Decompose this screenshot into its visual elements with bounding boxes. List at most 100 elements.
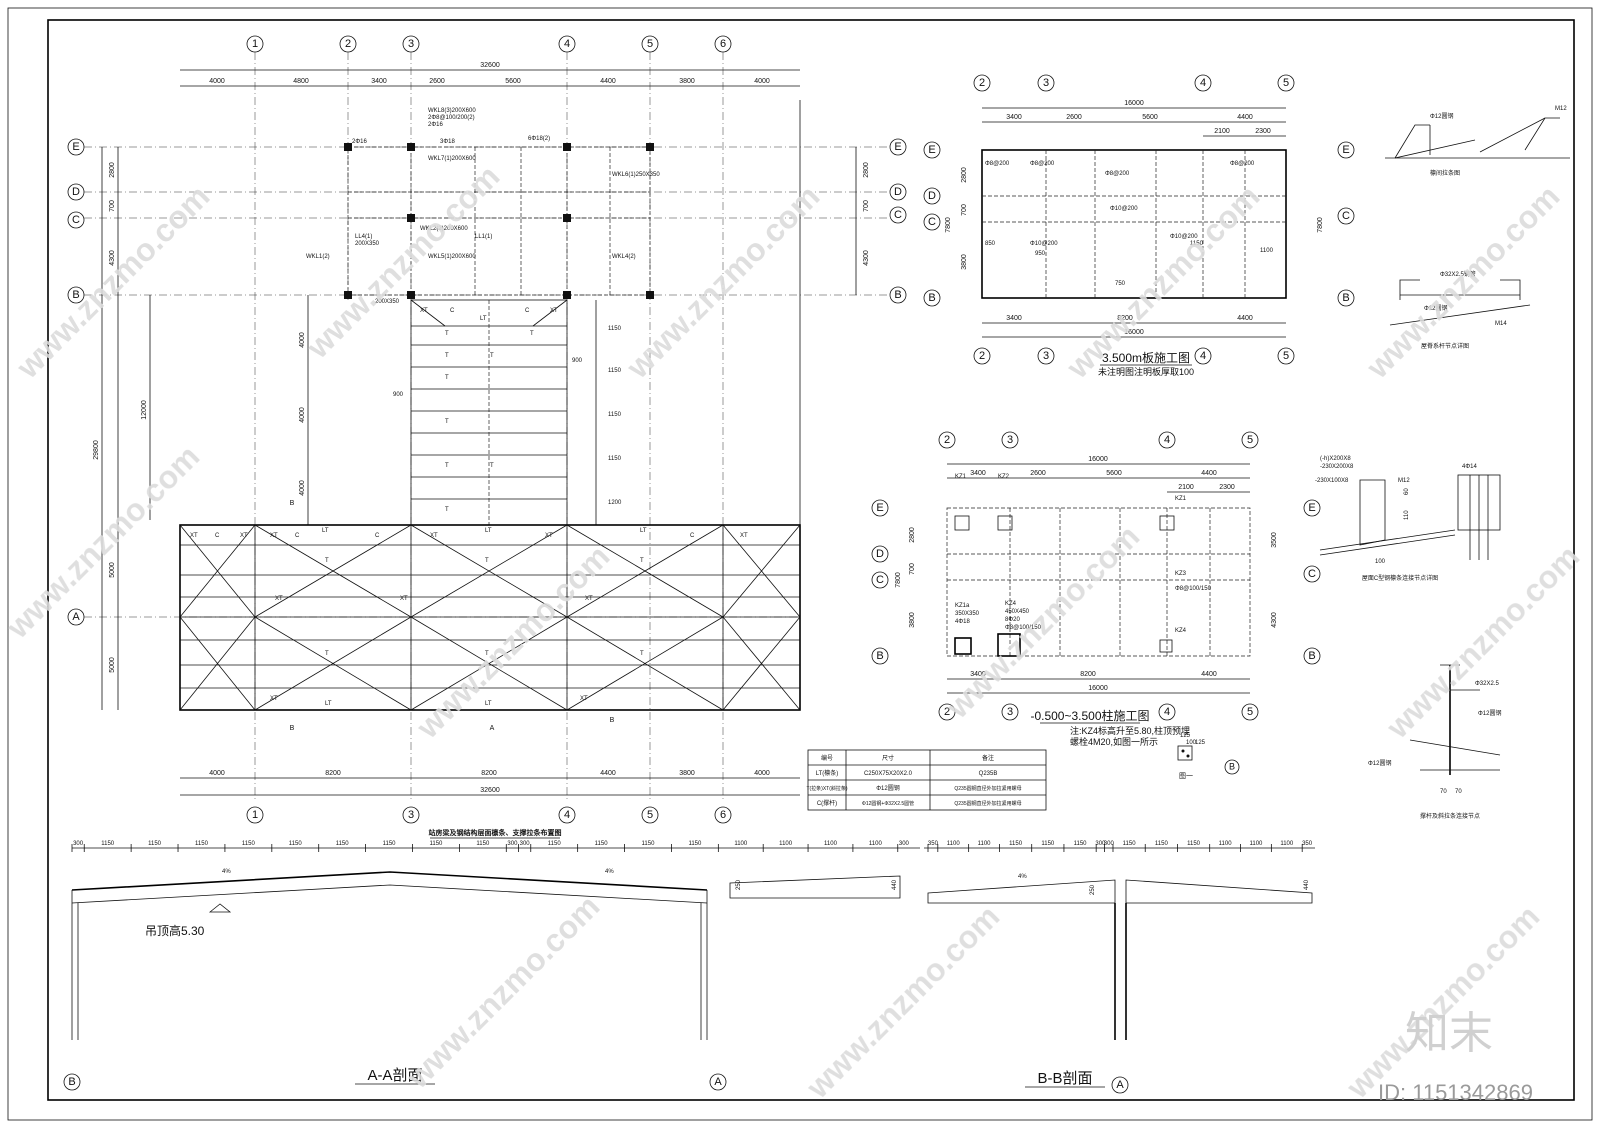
svg-text:A: A xyxy=(714,1076,722,1088)
svg-text:未注明图注明板厚取100: 未注明图注明板厚取100 xyxy=(1098,366,1194,377)
dim-top-4: 2600 xyxy=(429,78,445,85)
svg-text:XT: XT xyxy=(190,533,198,539)
svg-text:2: 2 xyxy=(944,434,950,446)
svg-text:2: 2 xyxy=(944,706,950,718)
svg-text:4400: 4400 xyxy=(1201,671,1217,678)
svg-text:备注: 备注 xyxy=(982,754,994,762)
svg-text:3500: 3500 xyxy=(1271,532,1278,548)
svg-text:5: 5 xyxy=(1283,350,1289,362)
axis-bubble-bottom-4: 4 xyxy=(558,806,576,824)
svg-text:3400: 3400 xyxy=(1006,315,1022,322)
figure-one-label: 图一 xyxy=(1179,772,1193,780)
svg-text:C: C xyxy=(375,533,380,539)
svg-text:D: D xyxy=(72,186,80,198)
beam-block xyxy=(347,146,651,296)
svg-text:Φ12圆钢: Φ12圆钢 xyxy=(876,784,899,792)
svg-text:2: 2 xyxy=(979,350,985,362)
svg-text:WKL5(1)200X600: WKL5(1)200X600 xyxy=(428,254,476,260)
svg-text:4: 4 xyxy=(564,809,570,821)
svg-text:XT: XT xyxy=(420,308,428,314)
axis-bubble-top-4: 4 xyxy=(558,35,576,53)
svg-text:C: C xyxy=(1342,210,1350,222)
beam-labels: WKL8(3)200X600 2Φ8@100/200(2) 2Φ16 WKL7(… xyxy=(306,108,660,305)
svg-text:3: 3 xyxy=(408,38,414,50)
dim-top-3: 3400 xyxy=(371,78,387,85)
section-bb-dim-label: 1150 xyxy=(1155,841,1169,847)
section-aa-dim-label: 1150 xyxy=(148,841,162,847)
svg-text:950: 950 xyxy=(1035,251,1046,257)
svg-text:16000: 16000 xyxy=(1088,456,1108,463)
svg-text:7800: 7800 xyxy=(1317,217,1324,233)
svg-text:4400: 4400 xyxy=(1237,315,1253,322)
image-id: ID: 1151342869 xyxy=(1378,1080,1533,1105)
svg-text:C: C xyxy=(525,308,530,314)
svg-text:LT: LT xyxy=(485,701,492,707)
svg-text:T: T xyxy=(325,651,329,657)
section-aa-dim-label: 1150 xyxy=(476,841,490,847)
svg-text:B: B xyxy=(610,717,615,724)
section-aa-dim-label: 1150 xyxy=(289,841,303,847)
material-table: 编号 尺寸 备注 LT(檩条) C250X75X20X2.0 Q235B T(拉… xyxy=(806,749,1047,811)
svg-text:3400: 3400 xyxy=(970,470,986,477)
svg-text:T: T xyxy=(445,375,449,381)
svg-text:4%: 4% xyxy=(605,869,614,875)
svg-text:Q235圆钢直径外加拉紧用螺母: Q235圆钢直径外加拉紧用螺母 xyxy=(954,785,1021,792)
section-bb-dim-label: 1150 xyxy=(1041,841,1055,847)
svg-text:www.znzmo.com: www.znzmo.com xyxy=(1339,898,1547,1106)
axis-bubble-bottom-6: 6 xyxy=(714,806,732,824)
svg-text:4%: 4% xyxy=(1018,874,1027,880)
svg-text:T: T xyxy=(445,353,449,359)
svg-text:B: B xyxy=(876,650,883,662)
svg-text:Φ12圆钢: Φ12圆钢 xyxy=(1430,112,1453,120)
svg-text:E: E xyxy=(1342,144,1349,156)
svg-text:450X450: 450X450 xyxy=(1005,609,1030,615)
svg-text:E: E xyxy=(72,141,79,153)
axis-bubble-top-1: 1 xyxy=(246,35,264,53)
svg-text:www.znzmo.com: www.znzmo.com xyxy=(1359,178,1567,386)
svg-text:LT: LT xyxy=(322,528,329,534)
svg-text:A: A xyxy=(72,611,80,623)
axis-bubble-top-6: 6 xyxy=(714,35,732,53)
svg-text:4000: 4000 xyxy=(754,770,770,777)
svg-text:D: D xyxy=(928,190,936,202)
svg-text:T: T xyxy=(640,651,644,657)
svg-text:C250X75X20X2.0: C250X75X20X2.0 xyxy=(864,771,913,777)
dim-top-8: 4000 xyxy=(754,78,770,85)
svg-text:B: B xyxy=(72,289,79,301)
svg-text:Φ8@100/150: Φ8@100/150 xyxy=(1175,586,1212,592)
svg-text:110: 110 xyxy=(1404,510,1410,520)
svg-text:E: E xyxy=(928,144,935,156)
svg-text:KZ4: KZ4 xyxy=(1005,601,1017,607)
svg-text:www.znzmo.com: www.znzmo.com xyxy=(939,518,1147,726)
section-bb-dim-label: 1100 xyxy=(1280,841,1294,847)
row-bubble-B-right: B xyxy=(889,286,907,304)
section-bb-dim-label: 350 xyxy=(928,841,939,847)
axis-bubble-bottom-5: 5 xyxy=(641,806,659,824)
section-bb-dim-label: 1100 xyxy=(978,841,992,847)
svg-text:7800: 7800 xyxy=(945,217,952,233)
svg-text:T(拉条)XT(斜拉条): T(拉条)XT(斜拉条) xyxy=(806,785,847,792)
svg-text:1: 1 xyxy=(252,38,258,50)
svg-text:850: 850 xyxy=(985,241,996,247)
svg-text:XT: XT xyxy=(240,533,248,539)
svg-text:5000: 5000 xyxy=(109,562,116,578)
svg-text:3Φ18: 3Φ18 xyxy=(440,139,455,145)
svg-text:4300: 4300 xyxy=(1271,612,1278,628)
section-aa-dim-label: 1100 xyxy=(779,841,793,847)
slab-plan: 2 3 4 5 16000 3400 2600 5600 4400 2100 2… xyxy=(923,74,1355,377)
section-bb-dim-label: 1100 xyxy=(1249,841,1263,847)
svg-text:70: 70 xyxy=(1440,789,1447,795)
svg-text:C: C xyxy=(928,216,936,228)
row-bubble-D-right: D xyxy=(889,183,907,201)
svg-text:编号: 编号 xyxy=(821,754,833,762)
svg-text:Φ8@200: Φ8@200 xyxy=(985,161,1010,167)
svg-text:XT: XT xyxy=(275,596,283,602)
section-aa-dim-label: 1150 xyxy=(242,841,256,847)
svg-text:3: 3 xyxy=(408,809,414,821)
section-bb-dim-label: 1100 xyxy=(1219,841,1233,847)
svg-text:KZ1a: KZ1a xyxy=(955,603,970,609)
svg-text:Φ32X2.5钢管: Φ32X2.5钢管 xyxy=(1440,270,1476,278)
svg-text:200X350: 200X350 xyxy=(375,299,400,305)
corridor-purlins xyxy=(410,299,568,525)
